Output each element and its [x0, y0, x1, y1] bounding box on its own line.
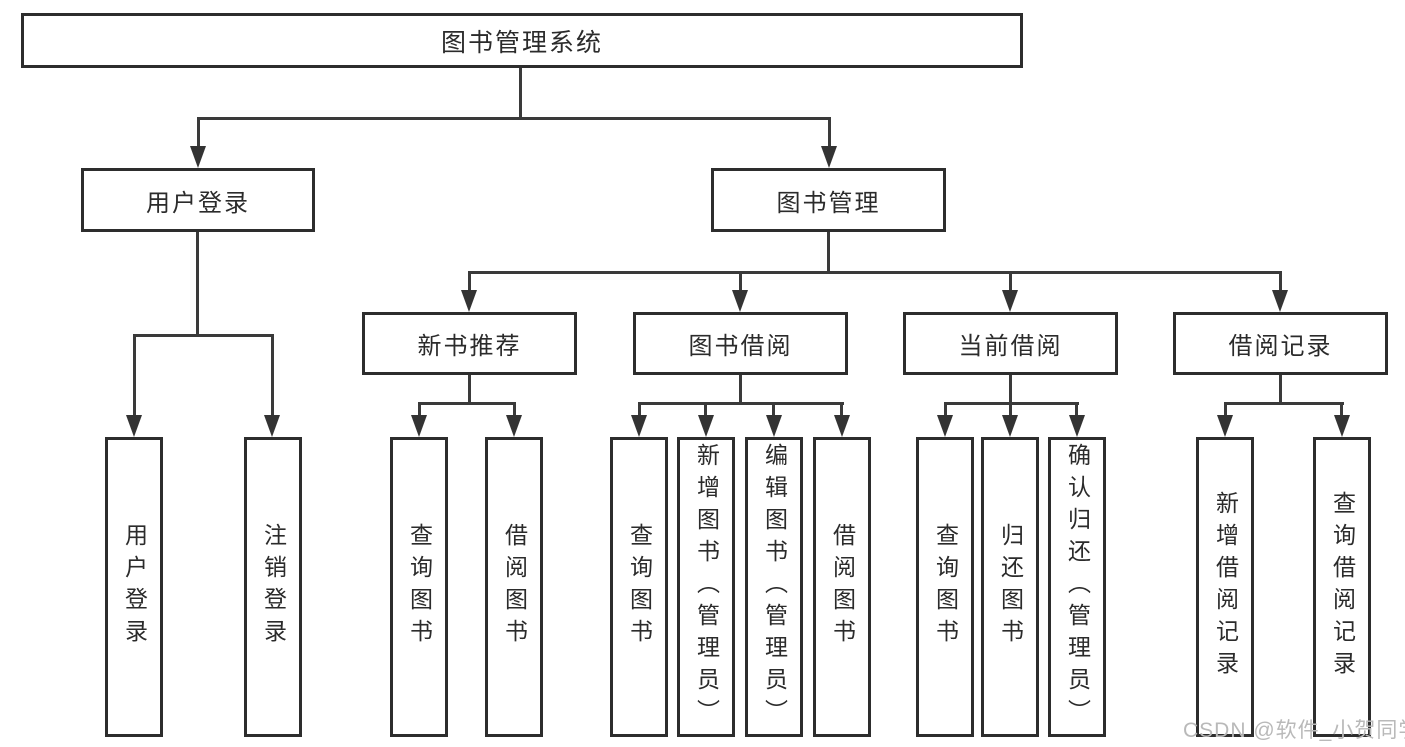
connector-line: [519, 68, 522, 120]
arrowhead-down-icon: [732, 290, 748, 312]
arrowhead-down-icon: [1069, 415, 1085, 437]
connector-line: [1279, 271, 1282, 293]
node-label: 当前借阅: [958, 333, 1063, 360]
leaf-borrow-books: 借阅图书: [813, 437, 871, 737]
arrowhead-down-icon: [1002, 290, 1018, 312]
node-label: 图书管理系统: [440, 28, 603, 57]
leaf-confirm-return-admin: 确认归还（管理员）: [1048, 437, 1106, 737]
arrowhead-down-icon: [506, 415, 522, 437]
node-current-borrowing: 当前借阅: [903, 312, 1118, 375]
connector-line: [133, 334, 136, 418]
connector-line: [772, 402, 775, 418]
node-book-management: 图书管理: [711, 168, 946, 232]
connector-line: [418, 402, 516, 405]
connector-line: [468, 271, 1282, 274]
connector-line: [739, 375, 742, 405]
node-label: 用户登录: [121, 523, 148, 651]
connector-line: [133, 334, 274, 337]
connector-line: [271, 334, 274, 418]
leaf-query-books-current: 查询图书: [916, 437, 974, 737]
arrowhead-down-icon: [411, 415, 427, 437]
leaf-borrow-books-recommend: 借阅图书: [485, 437, 543, 737]
connector-line: [197, 117, 831, 120]
node-label: 查询图书: [932, 523, 959, 651]
arrowhead-down-icon: [698, 415, 714, 437]
arrowhead-down-icon: [190, 146, 206, 168]
arrowhead-down-icon: [461, 290, 477, 312]
leaf-add-borrow-record: 新增借阅记录: [1196, 437, 1254, 737]
connector-line: [1224, 402, 1344, 405]
connector-line: [638, 402, 641, 418]
arrowhead-down-icon: [1334, 415, 1350, 437]
connector-line: [840, 402, 843, 418]
connector-line: [828, 117, 831, 148]
node-label: 新增借阅记录: [1212, 491, 1239, 683]
node-label: 查询借阅记录: [1329, 491, 1356, 683]
leaf-query-books-borrowing: 查询图书: [610, 437, 668, 737]
node-user-login: 用户登录: [81, 168, 315, 232]
leaf-query-books-recommend: 查询图书: [390, 437, 448, 737]
node-label: 新增图书（管理员）: [693, 443, 720, 731]
arrowhead-down-icon: [631, 415, 647, 437]
leaf-user-login: 用户登录: [105, 437, 163, 737]
leaf-query-borrow-record: 查询借阅记录: [1313, 437, 1371, 737]
connector-line: [1279, 375, 1282, 405]
csdn-watermark: CSDN @软件_小贺同学: [1183, 719, 1405, 742]
connector-line: [739, 271, 742, 293]
node-label: 借阅图书: [501, 523, 528, 651]
leaf-return-books: 归还图书: [981, 437, 1039, 737]
arrowhead-down-icon: [834, 415, 850, 437]
node-book-borrowing: 图书借阅: [633, 312, 848, 375]
node-label: 归还图书: [997, 523, 1024, 651]
leaf-logout: 注销登录: [244, 437, 302, 737]
arrowhead-down-icon: [1002, 415, 1018, 437]
node-label: 借阅记录: [1228, 333, 1333, 360]
node-label: 查询图书: [406, 523, 433, 651]
connector-line: [196, 232, 199, 337]
connector-line: [827, 232, 830, 274]
leaf-edit-books-admin: 编辑图书（管理员）: [745, 437, 803, 737]
node-label: 借阅图书: [829, 523, 856, 651]
leaf-add-books-admin: 新增图书（管理员）: [677, 437, 735, 737]
arrowhead-down-icon: [126, 415, 142, 437]
node-borrowing-records: 借阅记录: [1173, 312, 1388, 375]
connector-line: [1340, 402, 1343, 418]
node-new-book-recommend: 新书推荐: [362, 312, 577, 375]
connector-line: [468, 271, 471, 293]
connector-line: [468, 375, 471, 405]
arrowhead-down-icon: [937, 415, 953, 437]
node-label: 图书管理: [776, 189, 881, 217]
node-label: 确认归还（管理员）: [1064, 443, 1091, 731]
node-label: 编辑图书（管理员）: [761, 443, 788, 731]
connector-line: [418, 402, 421, 418]
arrowhead-down-icon: [1217, 415, 1233, 437]
node-label: 用户登录: [146, 189, 250, 217]
connector-line: [1009, 402, 1012, 418]
connector-line: [704, 402, 707, 418]
node-label: 注销登录: [260, 523, 287, 651]
arrowhead-down-icon: [1272, 290, 1288, 312]
node-label: 图书借阅: [688, 333, 793, 360]
connector-line: [1009, 271, 1012, 293]
node-label: 查询图书: [626, 523, 653, 651]
connector-line: [944, 402, 947, 418]
arrowhead-down-icon: [766, 415, 782, 437]
node-library-management-system: 图书管理系统: [21, 13, 1023, 68]
arrowhead-down-icon: [821, 146, 837, 168]
node-label: 新书推荐: [417, 333, 522, 360]
connector-line: [1075, 402, 1078, 418]
connector-line: [1009, 375, 1012, 405]
connector-line: [1224, 402, 1227, 418]
connector-line: [197, 117, 200, 148]
connector-line: [513, 402, 516, 418]
connector-line: [638, 402, 844, 405]
arrowhead-down-icon: [264, 415, 280, 437]
